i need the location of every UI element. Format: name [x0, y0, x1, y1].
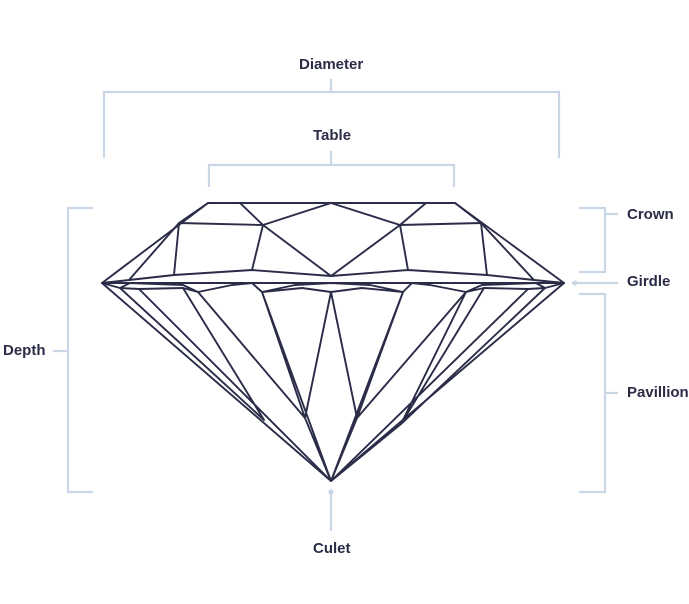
crown-label: Crown: [627, 206, 674, 223]
pavilion-facets: [119, 287, 546, 482]
depth-label: Depth: [3, 342, 46, 359]
pavillion-bracket: [578, 292, 619, 494]
table-bracket: [207, 150, 456, 188]
crown-outline: [101, 202, 565, 284]
measurement-brackets: [52, 78, 619, 532]
girdle-pointer-dot: [572, 280, 578, 286]
diameter-label: Diameter: [299, 56, 364, 73]
girdle-band: [101, 282, 565, 293]
pavillion-label: Pavillion: [627, 384, 689, 401]
crown-bracket: [578, 206, 619, 274]
pavilion-outline: [101, 282, 565, 482]
girdle-label: Girdle: [627, 273, 671, 290]
depth-bracket: [52, 206, 94, 494]
table-label: Table: [313, 127, 352, 144]
diamond-outline: [101, 202, 565, 482]
diameter-bracket: [102, 78, 561, 159]
culet-pointer-dot: [328, 489, 334, 495]
crown-facets: [101, 202, 565, 284]
culet-label: Culet: [313, 540, 351, 557]
